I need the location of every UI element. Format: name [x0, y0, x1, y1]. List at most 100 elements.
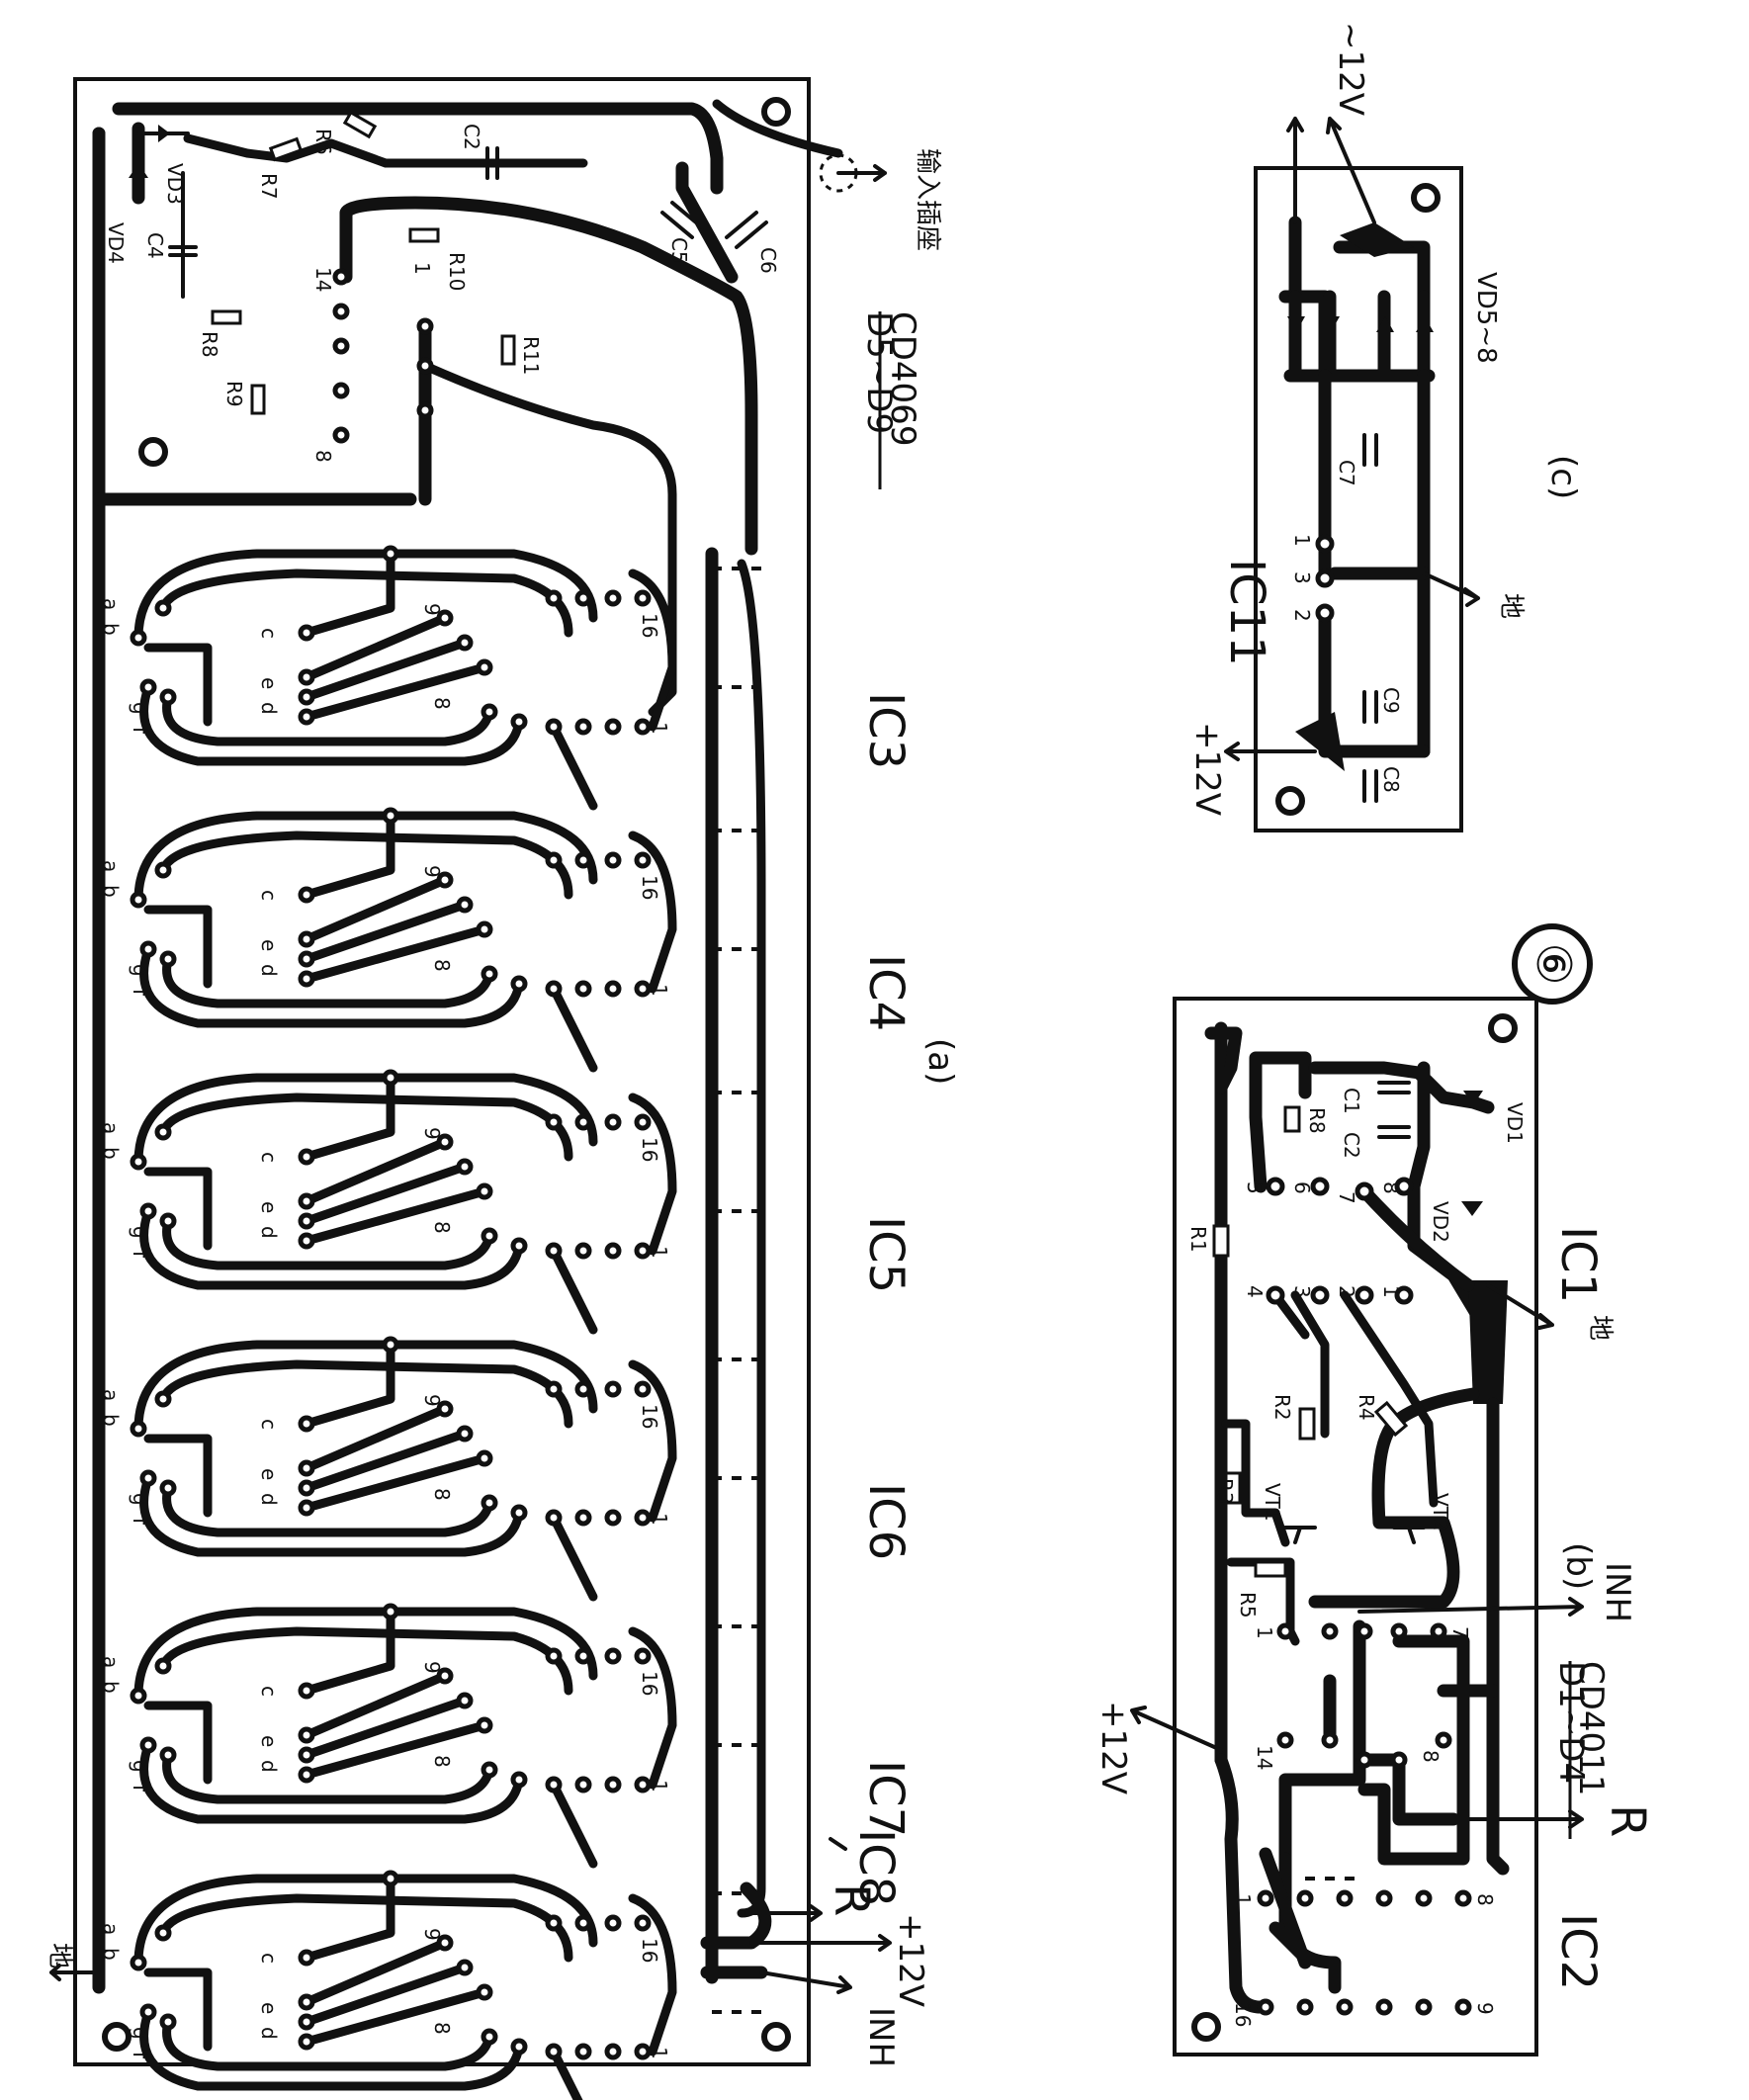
c1-label: C1: [1340, 1088, 1363, 1114]
segment-a-label: a: [99, 1923, 123, 1935]
solder-pad: [382, 1336, 399, 1354]
solder-pad: [298, 886, 315, 904]
solder-pad: [298, 2033, 315, 2051]
solder-pad: [604, 1914, 622, 1932]
ic11-pin-3: 3: [1290, 571, 1314, 584]
solder-pad: [382, 1603, 399, 1620]
segment-f-label: f: [129, 727, 152, 735]
segment-trace: [158, 831, 573, 900]
ic7-label: IC7: [858, 1760, 914, 1837]
solder-pad: [634, 980, 652, 998]
svg-text:地: 地: [1585, 1315, 1615, 1341]
r8-resistor-b: [1283, 1105, 1301, 1133]
segment-trace: [143, 1167, 213, 1251]
ic11-label: IC11: [1219, 559, 1274, 666]
mount-hole: [761, 2022, 791, 2052]
ic2-pads: [1257, 1622, 1472, 2016]
c5-label: C5: [667, 237, 691, 264]
pin-1-label: 1: [410, 262, 434, 275]
segment-f-label: f: [129, 989, 152, 997]
c-ac-blob: [1340, 222, 1414, 257]
figure-number-ring: [1512, 923, 1593, 1005]
solder-pad: [510, 1771, 528, 1789]
reset-terminal-a: R: [744, 1883, 879, 1922]
c7-capacitor: [1362, 433, 1378, 467]
segment-f-label: f: [129, 1518, 152, 1526]
jumper-wire: [712, 567, 761, 689]
c2-label-b: C2: [1340, 1132, 1363, 1159]
solder-pad: [130, 1153, 147, 1171]
solder-pad: [574, 1914, 592, 1932]
ground-terminal-b: 地: [1486, 1283, 1615, 1341]
vt1-label: VT1: [1261, 1483, 1284, 1522]
solder-pad: [159, 1479, 177, 1497]
segment-trace: [139, 944, 524, 1028]
segment-trace: [302, 1671, 489, 1780]
ground-terminal-a: 地: [44, 1943, 101, 1981]
segment-trace: [302, 549, 395, 638]
b-pin7-trace: [1357, 1184, 1475, 1292]
svg-text:输入插座: 输入插座: [913, 148, 942, 251]
segment-c-label: c: [257, 1152, 281, 1163]
solder-pad: [481, 2028, 498, 2046]
segment-a-label: a: [99, 1389, 123, 1401]
solder-pad: [545, 589, 563, 607]
ic1-pads: [1266, 1177, 1414, 1305]
pin-8-label: 8: [430, 1755, 454, 1768]
segment-trace: [549, 1246, 598, 1335]
cd4069-note: D5~D9 CD4069: [859, 311, 922, 489]
solder-pad: [139, 940, 157, 958]
solder-pad: [456, 1692, 474, 1709]
ic1-label: IC1: [1550, 1226, 1606, 1303]
segment-d-label: d: [257, 1760, 281, 1773]
segment-b-label: b: [99, 1414, 123, 1427]
c2-label: C2: [460, 124, 483, 150]
solder-pad: [436, 1934, 454, 1952]
segment-trace: [162, 1750, 494, 1804]
segment-d-label: d: [257, 702, 281, 715]
r10-label: R10: [445, 252, 469, 291]
solder-pad: [298, 1499, 315, 1517]
jack-trace: [712, 99, 843, 158]
b-top-node: [1204, 1026, 1243, 1094]
solder-pad: [510, 713, 528, 731]
segment-trace: [628, 1893, 677, 2056]
segment-g-label: g: [129, 1493, 152, 1506]
solder-pad: [159, 950, 177, 968]
solder-pad: [456, 1158, 474, 1176]
solder-pad: [298, 950, 315, 968]
solder-pad: [545, 1380, 563, 1398]
solder-pad: [634, 589, 652, 607]
svg-text:CD4011: CD4011: [1571, 1661, 1611, 1795]
b-ground-blob: [1468, 1280, 1508, 1404]
solder-pad: [298, 1192, 315, 1210]
jumper-wire: [712, 1357, 761, 1480]
svg-text:CD4069: CD4069: [883, 311, 922, 446]
c5-capacitor: [660, 201, 704, 239]
board-c: [1254, 166, 1463, 832]
segment-c-label: c: [257, 1953, 281, 1964]
r11-resistor: [500, 334, 516, 366]
b-r3-trace: [1221, 1419, 1290, 1547]
ic1-pin-6: 6: [1290, 1181, 1314, 1194]
pin-14-label: 14: [311, 267, 335, 292]
segment-trace: [158, 1893, 573, 1963]
pin-1-label: 1: [648, 1246, 671, 1259]
solder-pad: [574, 1647, 592, 1665]
vd1-diode: [1463, 1091, 1483, 1105]
c5-trace: [675, 161, 739, 284]
ic11-pads: [1315, 534, 1335, 623]
solder-pad: [545, 1914, 563, 1932]
r2-resistor: [1298, 1407, 1316, 1441]
solder-pad: [382, 1069, 399, 1087]
solder-pad: [481, 703, 498, 721]
solder-pad: [476, 1449, 493, 1467]
segment-g-label: g: [129, 702, 152, 715]
solder-pad: [456, 896, 474, 914]
segment-b-label: b: [99, 1948, 123, 1961]
solder-pad: [634, 1914, 652, 1932]
segment-trace: [302, 1137, 489, 1246]
solder-pad: [510, 1237, 528, 1255]
